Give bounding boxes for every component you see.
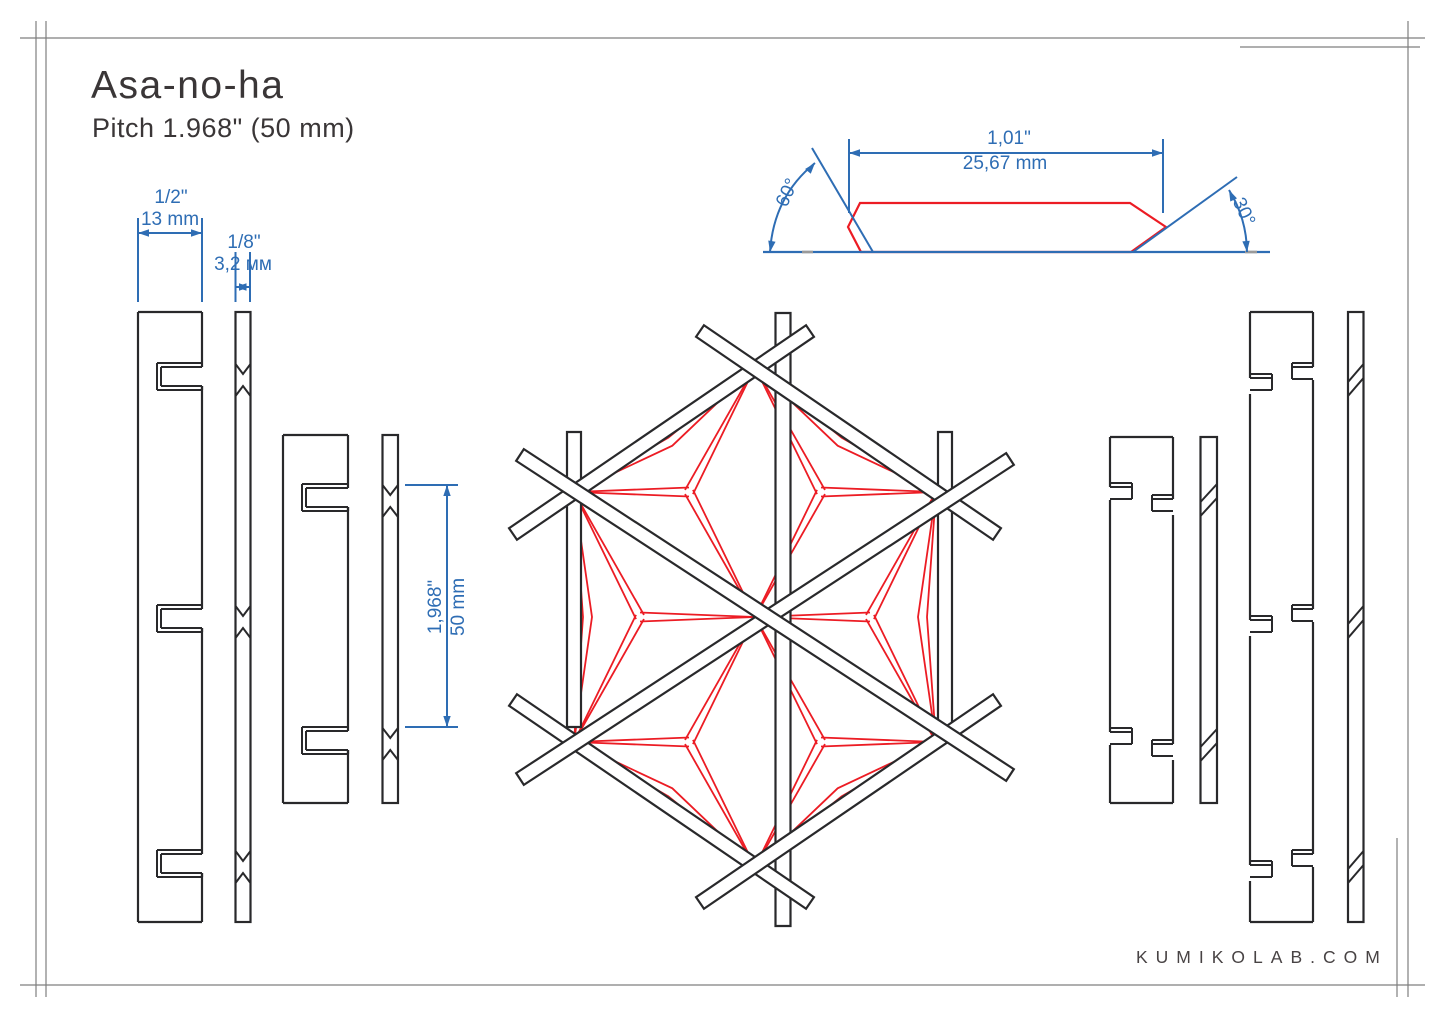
dim-strip-thickness-mm: 3,2 мм	[214, 254, 272, 275]
pitch-subtitle: Pitch 1.968" (50 mm)	[92, 113, 355, 143]
piece-detail	[763, 147, 1270, 254]
strip-views	[136, 310, 1365, 924]
sheet-frame	[20, 21, 1425, 997]
dim-strip-width-mm: 13 mm	[140, 209, 200, 230]
dim-pitch-mm: 50 mm	[448, 577, 469, 637]
watermark-kumikolab: KUMIKOLAB.COM	[1136, 947, 1388, 967]
page-title: Asa-no-ha	[91, 64, 285, 107]
dim-pitch-in: 1,968"	[425, 579, 446, 635]
dim-piece-length-mm: 25,67 mm	[962, 153, 1048, 174]
dimension-lines	[137, 139, 1164, 728]
jigumi-strips	[507, 311, 1016, 928]
dim-strip-thickness-in: 1/8"	[227, 232, 261, 253]
dim-piece-length-in: 1,01"	[987, 128, 1031, 149]
dim-strip-width-in: 1/2"	[154, 187, 188, 208]
